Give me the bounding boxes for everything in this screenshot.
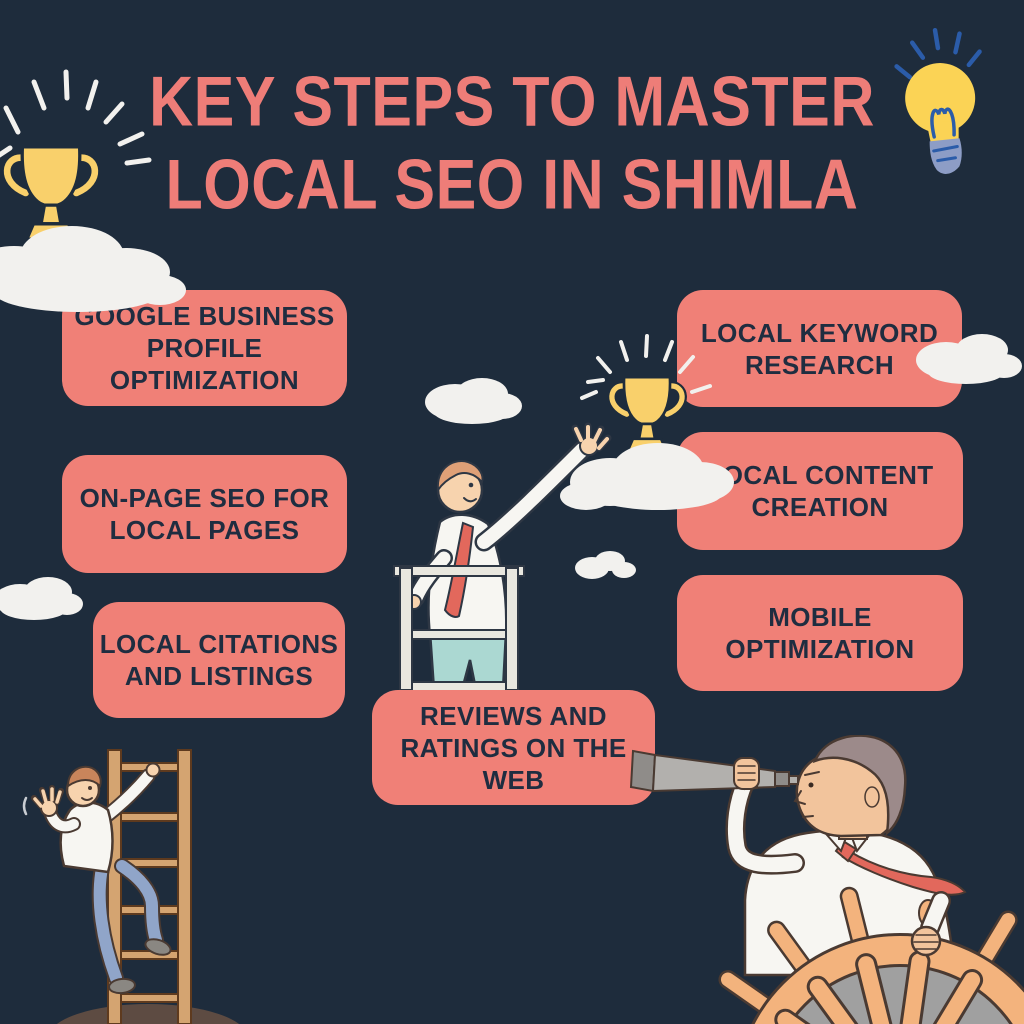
waving-man [22, 762, 172, 995]
step-label: LOCAL KEYWORD RESEARCH [700, 317, 939, 380]
flying-tie [841, 849, 967, 896]
step-box-reviews-and-ratings-on-the-web: REVIEWS AND RATINGS ON THE WEB [372, 690, 655, 805]
hand-on-wheel [910, 891, 951, 957]
step-label: ON-PAGE SEO FOR LOCAL PAGES [79, 483, 330, 545]
cloud-icon [0, 577, 83, 620]
captain-head [793, 735, 907, 840]
cloud-icon [425, 378, 522, 424]
man-on-stepladder-reaching-trophy-illustration [393, 334, 734, 690]
trophy-rays [0, 69, 152, 166]
trophy-icon [0, 69, 152, 310]
step-label: MOBILE OPTIMIZATION [725, 602, 915, 664]
step-box-on-page-seo-for-local-pages: ON-PAGE SEO FOR LOCAL PAGES [62, 455, 347, 573]
reaching-hand [571, 422, 612, 456]
step-box-local-content-creation: LOCAL CONTENT CREATION [677, 432, 963, 550]
ground-shadow [56, 1004, 240, 1024]
step-box-mobile-optimization: MOBILE OPTIMIZATION [677, 575, 963, 691]
lightbulb-rays [894, 27, 982, 80]
ship-wheel-icon [718, 886, 1024, 1024]
step-label: REVIEWS AND RATINGS ON THE WEB [400, 700, 627, 795]
stepladder [393, 565, 525, 690]
hand-on-telescope [733, 757, 760, 790]
step-box-local-keyword-research: LOCAL KEYWORD RESEARCH [677, 290, 962, 407]
step-label: LOCAL CITATIONS AND LISTINGS [99, 629, 339, 691]
step-label: GOOGLE BUSINESS PROFILE OPTIMIZATION [74, 301, 335, 395]
poster-title: KEY STEPS TO MASTER LOCAL SEO IN SHIMLA [0, 60, 1024, 226]
captain-with-telescope-at-ship-wheel-illustration [629, 735, 1024, 1024]
step-label: LOCAL CONTENT CREATION [706, 460, 934, 522]
trophy-icon [612, 377, 682, 451]
cloud-icon [916, 334, 1022, 384]
cloud-icon [0, 226, 186, 312]
poster-title-line-2: LOCAL SEO IN SHIMLA [165, 145, 859, 224]
cloud-icon [575, 551, 636, 579]
man-climbing-ladder-illustration [22, 749, 240, 1024]
trophy-rays [580, 334, 712, 400]
lightbulb-icon [894, 27, 982, 174]
telescope-icon [629, 749, 799, 793]
step-box-local-citations-and-listings: LOCAL CITATIONS AND LISTINGS [93, 602, 345, 718]
cloud-icon [560, 443, 734, 510]
poster-title-line-1: KEY STEPS TO MASTER [149, 62, 875, 141]
captain [629, 735, 967, 977]
waving-hand [31, 785, 64, 817]
